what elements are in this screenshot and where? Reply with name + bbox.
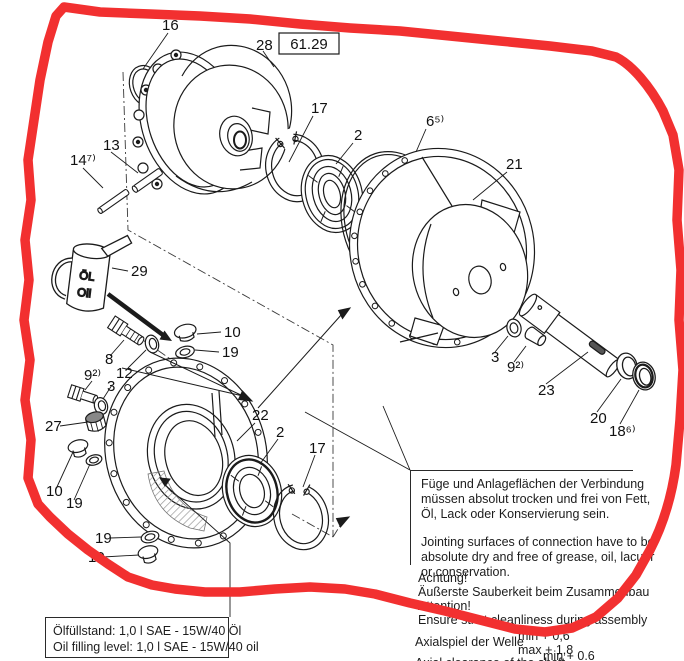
joint-note-en-line2: absolute dry and free of grease, oil, la… <box>421 550 655 564</box>
oil-filling-box: Ölfüllstand: 1,0 l SAE - 15W/40 Öl Oil f… <box>45 617 259 658</box>
part-label-2-bottom: 2 <box>276 424 284 441</box>
part-label-10-filler: 10 <box>224 324 241 341</box>
joint-surfaces-note: Füge und Anlageflächen der Verbindung mü… <box>410 470 655 579</box>
part-label-27: 27 <box>45 418 62 435</box>
part-label-9-left: 9²⁾ <box>84 367 101 384</box>
axial-min-de: min + 0,6 <box>518 629 570 643</box>
axial-label-en: Axial clearance of the shaft <box>415 656 565 661</box>
ring-19-left <box>85 454 103 466</box>
axial-clearance-note: Axialspiel der Welle min + 0,6 max + 1,8… <box>415 629 680 661</box>
plug-10-left <box>67 439 89 458</box>
part-label-12: 12 <box>116 365 133 382</box>
part-label-9-right: 9²⁾ <box>507 359 524 376</box>
plug-10-bottom <box>137 545 159 564</box>
axial-label-de: Axialspiel der Welle <box>415 635 524 649</box>
part-label-17-bottom: 17 <box>309 440 326 457</box>
seal-19-filler <box>175 345 195 359</box>
washer-12 <box>144 334 160 354</box>
axial-min-en: min + 0.6 <box>543 649 595 661</box>
axial-values-en: min + 0.6 max + 1.8 <box>543 649 598 661</box>
attention-text-en: Ensure strict cleanliness during assembl… <box>418 613 648 627</box>
part-label-13: 13 <box>103 137 120 154</box>
part-label-17-top: 17 <box>311 100 328 117</box>
part-label-10-left: 10 <box>46 483 63 500</box>
attention-text-de: Äußerste Sauberkeit beim Zusammenbau <box>418 585 650 599</box>
oil-can-label-de: ÖL <box>78 270 95 284</box>
oil-can-label-en: Oil <box>76 287 91 301</box>
part-label-28: 28 <box>256 37 273 54</box>
attention-note: Achtung! Äußerste Sauberkeit beim Zusamm… <box>418 571 649 627</box>
plug-10-filler <box>173 323 197 342</box>
part-label-14: 14⁷⁾ <box>70 152 96 169</box>
part-label-3-left: 3 <box>107 378 115 395</box>
part-label-6: 6⁵⁾ <box>426 113 444 130</box>
part-label-10-bottom: 10 <box>88 549 105 566</box>
part-label-19-bottom: 19 <box>95 530 112 547</box>
attention-title-en: Attention! <box>418 599 471 613</box>
part-label-21: 21 <box>506 156 523 173</box>
part-label-3-right: 3 <box>491 349 499 366</box>
joint-note-de-line2: müssen absolut trocken und frei von Fett… <box>421 492 651 506</box>
figure-code: 61.29 <box>290 36 328 53</box>
joint-note-de-line1: Füge und Anlageflächen der Verbindung <box>421 477 645 491</box>
joint-note-en-line1: Jointing surfaces of connection have to … <box>421 535 655 549</box>
part-label-23: 23 <box>538 382 555 399</box>
attention-title-de: Achtung! <box>418 571 468 585</box>
joint-note-de-line3: Öl, Lack oder Konservierung sein. <box>421 507 610 521</box>
part-label-19-left: 19 <box>66 495 83 512</box>
pin-14 <box>97 189 130 214</box>
part-label-2-top: 2 <box>354 127 362 144</box>
part-label-19-filler: 19 <box>222 344 239 361</box>
axial-max-de: max + 1,8 <box>518 642 574 657</box>
oil-fill-en: Oil filling level: 1,0 l SAE - 15W/40 oi… <box>53 640 259 654</box>
part-label-22: 22 <box>252 407 269 424</box>
part-label-18: 18⁶⁾ <box>609 423 636 440</box>
cover-plate-22 <box>104 357 268 549</box>
part-label-16: 16 <box>162 17 179 34</box>
part-label-8: 8 <box>105 351 113 368</box>
part-label-20: 20 <box>590 410 607 427</box>
bolt-9-right <box>524 326 547 347</box>
oil-fill-de: Ölfüllstand: 1,0 l SAE - 15W/40 Öl <box>53 624 242 638</box>
part-label-29: 29 <box>131 263 148 280</box>
